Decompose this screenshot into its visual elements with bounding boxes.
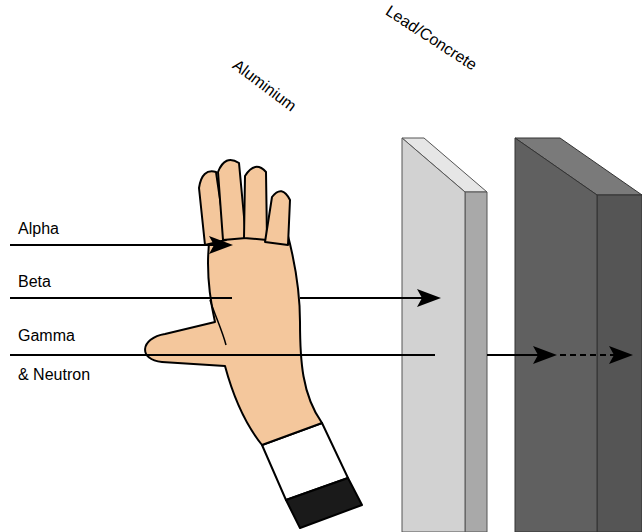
plate-front [402,138,465,532]
sleeve [286,478,362,528]
crease [210,300,226,345]
radiation-rays [10,236,633,364]
gamma-ray [487,354,538,356]
beta-ray [10,297,232,299]
finger [244,167,267,240]
hand-drawing [145,160,362,528]
lead-plate [515,138,642,532]
radiation-label: Alpha [18,220,59,238]
finger [218,160,246,240]
palm [145,232,322,445]
alpha-ray [10,244,214,246]
arrowhead [209,236,233,254]
arrowhead [609,346,633,364]
gamma-ray [10,354,435,356]
radiation-label: Beta [18,273,51,291]
beta-ray [300,297,422,299]
plate-front [515,138,597,532]
arrowhead [417,289,441,307]
arrowhead [533,346,557,364]
gamma-ray-attenuated [560,354,614,356]
plate-side [597,195,642,532]
aluminium-plate [402,138,487,532]
finger [265,191,290,245]
radiation-label: Gamma [18,327,75,345]
plate-side [465,192,487,532]
material-label: Lead/Concrete [382,2,480,74]
material-label: Aluminium [229,56,299,115]
radiation-label: & Neutron [18,366,90,384]
